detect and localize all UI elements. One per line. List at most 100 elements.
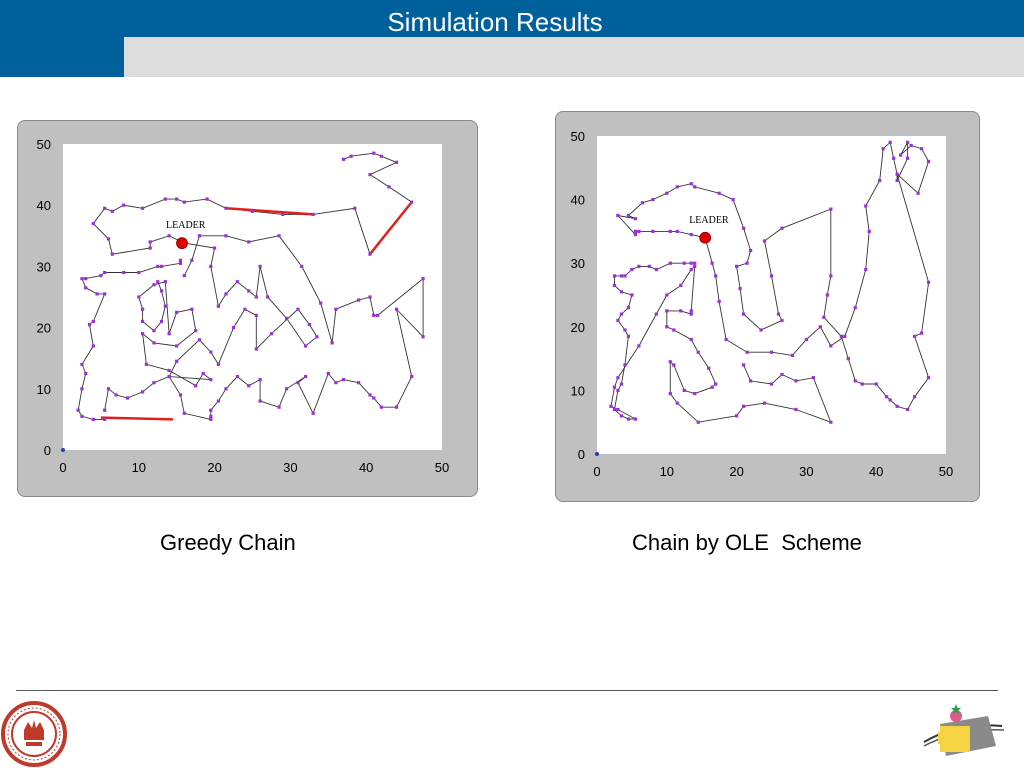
sensor-node [637, 229, 641, 233]
long-link [100, 416, 173, 421]
sensor-node [254, 313, 258, 317]
greedy-chain-caption: Greedy Chain [160, 530, 296, 555]
sensor-node [647, 264, 651, 268]
sensor-node [899, 153, 903, 157]
sensor-node [334, 381, 338, 385]
y-tick-label: 0 [44, 443, 51, 458]
sensor-node [741, 312, 746, 316]
sensor-node [912, 395, 917, 399]
sensor-node [197, 234, 202, 238]
sensor-node [277, 405, 281, 409]
sensor-node [675, 185, 679, 189]
sensor-node [368, 295, 372, 299]
sensor-node [878, 178, 882, 183]
x-tick-label: 40 [869, 464, 883, 479]
sensor-node [839, 334, 843, 338]
y-tick-label: 0 [578, 447, 585, 462]
sensor-node [216, 362, 220, 366]
y-tick-label: 50 [37, 137, 51, 152]
sensor-node [654, 312, 658, 316]
sensor-node [612, 274, 617, 278]
sink-node [595, 452, 599, 456]
sensor-node [735, 264, 739, 268]
sensor-node [741, 363, 746, 367]
sensor-node [235, 280, 239, 284]
sensor-node [640, 201, 644, 205]
sensor-node [769, 274, 774, 278]
sensor-node [916, 191, 920, 195]
sensor-node [296, 381, 300, 385]
sensor-node [91, 344, 95, 348]
sensor-node [693, 264, 697, 268]
sensor-node [794, 379, 798, 383]
sensor-node [368, 393, 372, 397]
sensor-node [780, 226, 784, 230]
slide-title: Simulation Results [387, 7, 603, 37]
sensor-node [710, 385, 714, 389]
sensor-node [103, 206, 107, 210]
sensor-node [209, 414, 213, 418]
sensor-node [372, 313, 376, 317]
sensor-node [731, 198, 735, 202]
sensor-node [843, 334, 847, 338]
sensor-node [224, 387, 228, 391]
sensor-node [341, 157, 346, 161]
sensor-node [175, 359, 179, 363]
sensor-node [209, 378, 213, 382]
sensor-node [616, 213, 620, 218]
sensor-node [693, 391, 697, 396]
sensor-node [140, 390, 145, 394]
sensor-node [665, 191, 669, 195]
sensor-node [895, 178, 899, 183]
sensor-node [353, 206, 357, 210]
sensor-node [759, 328, 763, 332]
sensor-node [665, 293, 669, 297]
sensor-node [159, 289, 164, 293]
sensor-node [630, 293, 634, 297]
sensor-node [235, 374, 239, 379]
sensor-node [892, 156, 896, 160]
sensor-node [91, 221, 95, 226]
sensor-node [748, 379, 753, 383]
sensor-node [80, 387, 84, 391]
sensor-node [372, 396, 376, 400]
sensor-node [122, 270, 126, 275]
sensor-node [148, 240, 152, 244]
plot-area [63, 144, 442, 450]
sensor-node [84, 286, 88, 290]
sensor-node [926, 159, 931, 164]
sensor-node [190, 258, 194, 262]
sensor-node [152, 283, 156, 287]
x-tick-label: 10 [132, 460, 146, 475]
sensor-node [254, 295, 258, 299]
sensor-node [626, 417, 631, 421]
sensor-node [682, 261, 686, 265]
sensor-node [307, 322, 311, 327]
sensor-node [926, 376, 931, 380]
sensor-node [277, 234, 281, 238]
sensor-node [99, 273, 103, 278]
sensor-node [137, 270, 141, 275]
sensor-node [140, 332, 145, 336]
leader-label: LEADER [689, 215, 729, 226]
sensor-node [724, 337, 728, 342]
sensor-node [829, 207, 833, 211]
sensor-node [285, 316, 289, 321]
sensor-node [637, 344, 641, 348]
sensor-node [909, 143, 913, 148]
sensor-node [689, 232, 693, 237]
sensor-node [762, 239, 767, 243]
long-link [225, 207, 314, 216]
sensor-node [689, 261, 693, 265]
x-tick-label: 50 [939, 464, 953, 479]
sensor-node [182, 411, 186, 415]
sensor-node [95, 292, 99, 296]
sensor-node [190, 307, 194, 311]
sensor-node [665, 309, 669, 313]
sensor-node [163, 280, 167, 284]
sensor-node [693, 185, 697, 189]
sensor-node [675, 229, 679, 233]
sensor-node [717, 299, 721, 303]
sensor-node [668, 261, 672, 265]
